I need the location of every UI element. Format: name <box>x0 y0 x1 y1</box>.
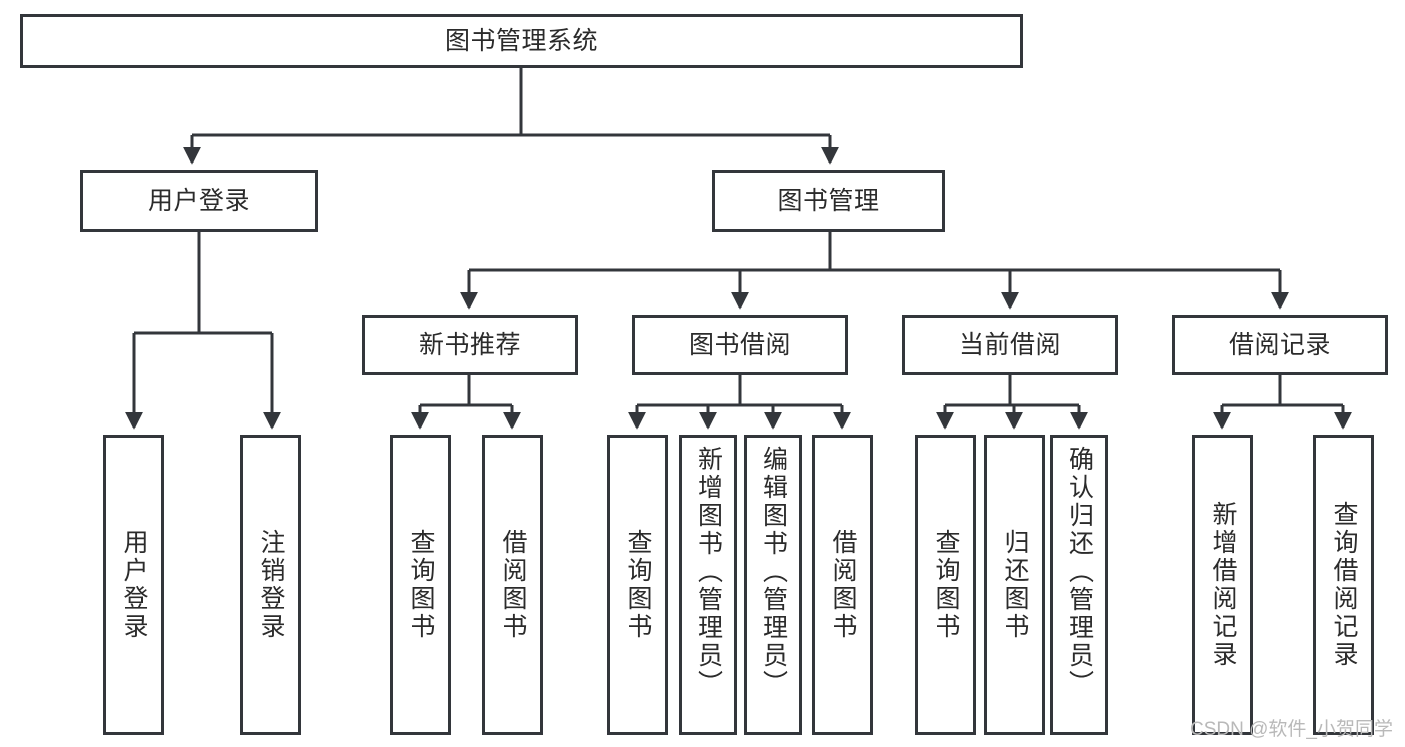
node-borrow-record-label: 借阅记录 <box>1228 331 1331 359</box>
leaf-add-book-label: 新增图书（管理员） <box>694 446 723 698</box>
node-root-label: 图书管理系统 <box>444 27 598 55</box>
leaf-user-login[interactable]: 用户登录 <box>103 435 164 735</box>
leaf-return-book-label: 归还图书 <box>1001 529 1029 641</box>
leaf-add-record-label: 新增借阅记录 <box>1209 501 1237 669</box>
node-new-book-rec[interactable]: 新书推荐 <box>362 315 578 375</box>
node-borrow-record[interactable]: 借阅记录 <box>1172 315 1388 375</box>
leaf-logout[interactable]: 注销登录 <box>240 435 301 735</box>
leaf-query-book-1-label: 查询图书 <box>407 529 435 641</box>
node-user-login[interactable]: 用户登录 <box>80 170 318 232</box>
node-current-borrow[interactable]: 当前借阅 <box>902 315 1118 375</box>
leaf-logout-label: 注销登录 <box>257 529 285 641</box>
csdn-watermark: CSDN @软件_小贺同学 <box>1190 719 1393 740</box>
node-book-borrow-label: 图书借阅 <box>688 331 791 359</box>
leaf-confirm-return[interactable]: 确认归还（管理员） <box>1050 435 1108 735</box>
leaf-query-book-3[interactable]: 查询图书 <box>915 435 976 735</box>
leaf-query-book-2-label: 查询图书 <box>624 529 652 641</box>
node-book-borrow[interactable]: 图书借阅 <box>632 315 848 375</box>
leaf-edit-book[interactable]: 编辑图书（管理员） <box>744 435 802 735</box>
leaf-return-book[interactable]: 归还图书 <box>984 435 1045 735</box>
leaf-borrow-book-1[interactable]: 借阅图书 <box>482 435 543 735</box>
leaf-query-book-1[interactable]: 查询图书 <box>390 435 451 735</box>
node-root[interactable]: 图书管理系统 <box>20 14 1023 68</box>
leaf-add-book[interactable]: 新增图书（管理员） <box>679 435 737 735</box>
leaf-borrow-book-1-label: 借阅图书 <box>499 529 527 641</box>
leaf-user-login-label: 用户登录 <box>120 529 148 641</box>
node-new-book-rec-label: 新书推荐 <box>418 331 521 359</box>
node-book-manage-label: 图书管理 <box>777 187 880 215</box>
leaf-confirm-return-label: 确认归还（管理员） <box>1065 446 1094 698</box>
leaf-query-record[interactable]: 查询借阅记录 <box>1313 435 1374 735</box>
leaf-add-record[interactable]: 新增借阅记录 <box>1192 435 1253 735</box>
leaf-edit-book-label: 编辑图书（管理员） <box>759 446 788 698</box>
node-current-borrow-label: 当前借阅 <box>958 331 1061 359</box>
leaf-borrow-book-2-label: 借阅图书 <box>829 529 857 641</box>
leaf-query-book-3-label: 查询图书 <box>932 529 960 641</box>
node-user-login-label: 用户登录 <box>147 187 250 215</box>
leaf-query-book-2[interactable]: 查询图书 <box>607 435 668 735</box>
leaf-borrow-book-2[interactable]: 借阅图书 <box>812 435 873 735</box>
leaf-query-record-label: 查询借阅记录 <box>1330 501 1358 669</box>
node-book-manage[interactable]: 图书管理 <box>712 170 945 232</box>
